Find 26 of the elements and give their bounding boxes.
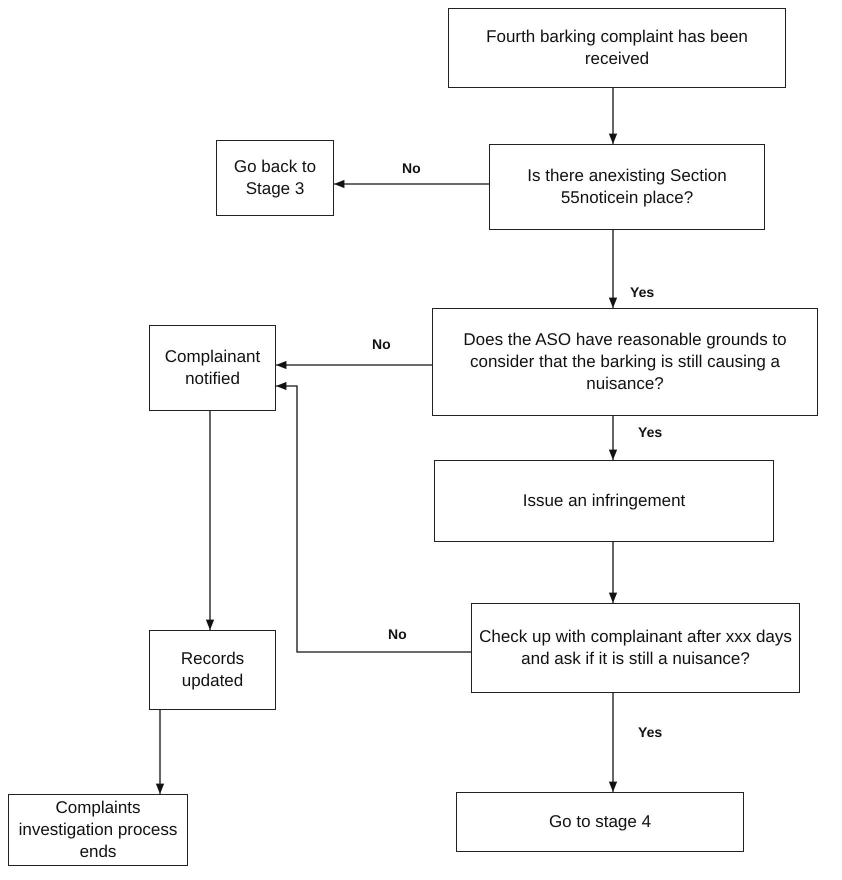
edge-label: Yes (636, 424, 664, 440)
process-box: Does the ASO have reasonable grounds to consider that the barking is still causing a nuisance? (432, 308, 818, 416)
process-box: Records updated (149, 630, 276, 710)
edge-label: No (370, 336, 393, 352)
arrow (276, 382, 471, 653)
arrow (206, 411, 214, 630)
edge-label: Yes (628, 284, 656, 300)
edge-label: No (400, 160, 423, 176)
process-box: Complaints investigation process ends (8, 794, 188, 866)
process-box: Go back to Stage 3 (216, 140, 334, 216)
edge-label: No (386, 626, 409, 642)
process-box: Issue an infringement (434, 460, 774, 542)
process-box: Go to stage 4 (456, 792, 744, 852)
process-box: Check up with complainant after xxx days and ask if it is still a nuisance? (471, 603, 800, 693)
arrow (334, 180, 489, 188)
arrow (608, 416, 618, 460)
process-box: Complainant notified (149, 325, 276, 411)
arrow (156, 710, 164, 794)
process-box: Is there anexisting Section 55noticein place? (489, 144, 765, 230)
arrow (608, 88, 618, 144)
arrow (276, 360, 432, 370)
arrow (608, 542, 618, 603)
process-box: Fourth barking complaint has been received (448, 8, 786, 88)
edge-label: Yes (636, 724, 664, 740)
arrow (608, 693, 618, 792)
arrow (608, 230, 618, 308)
